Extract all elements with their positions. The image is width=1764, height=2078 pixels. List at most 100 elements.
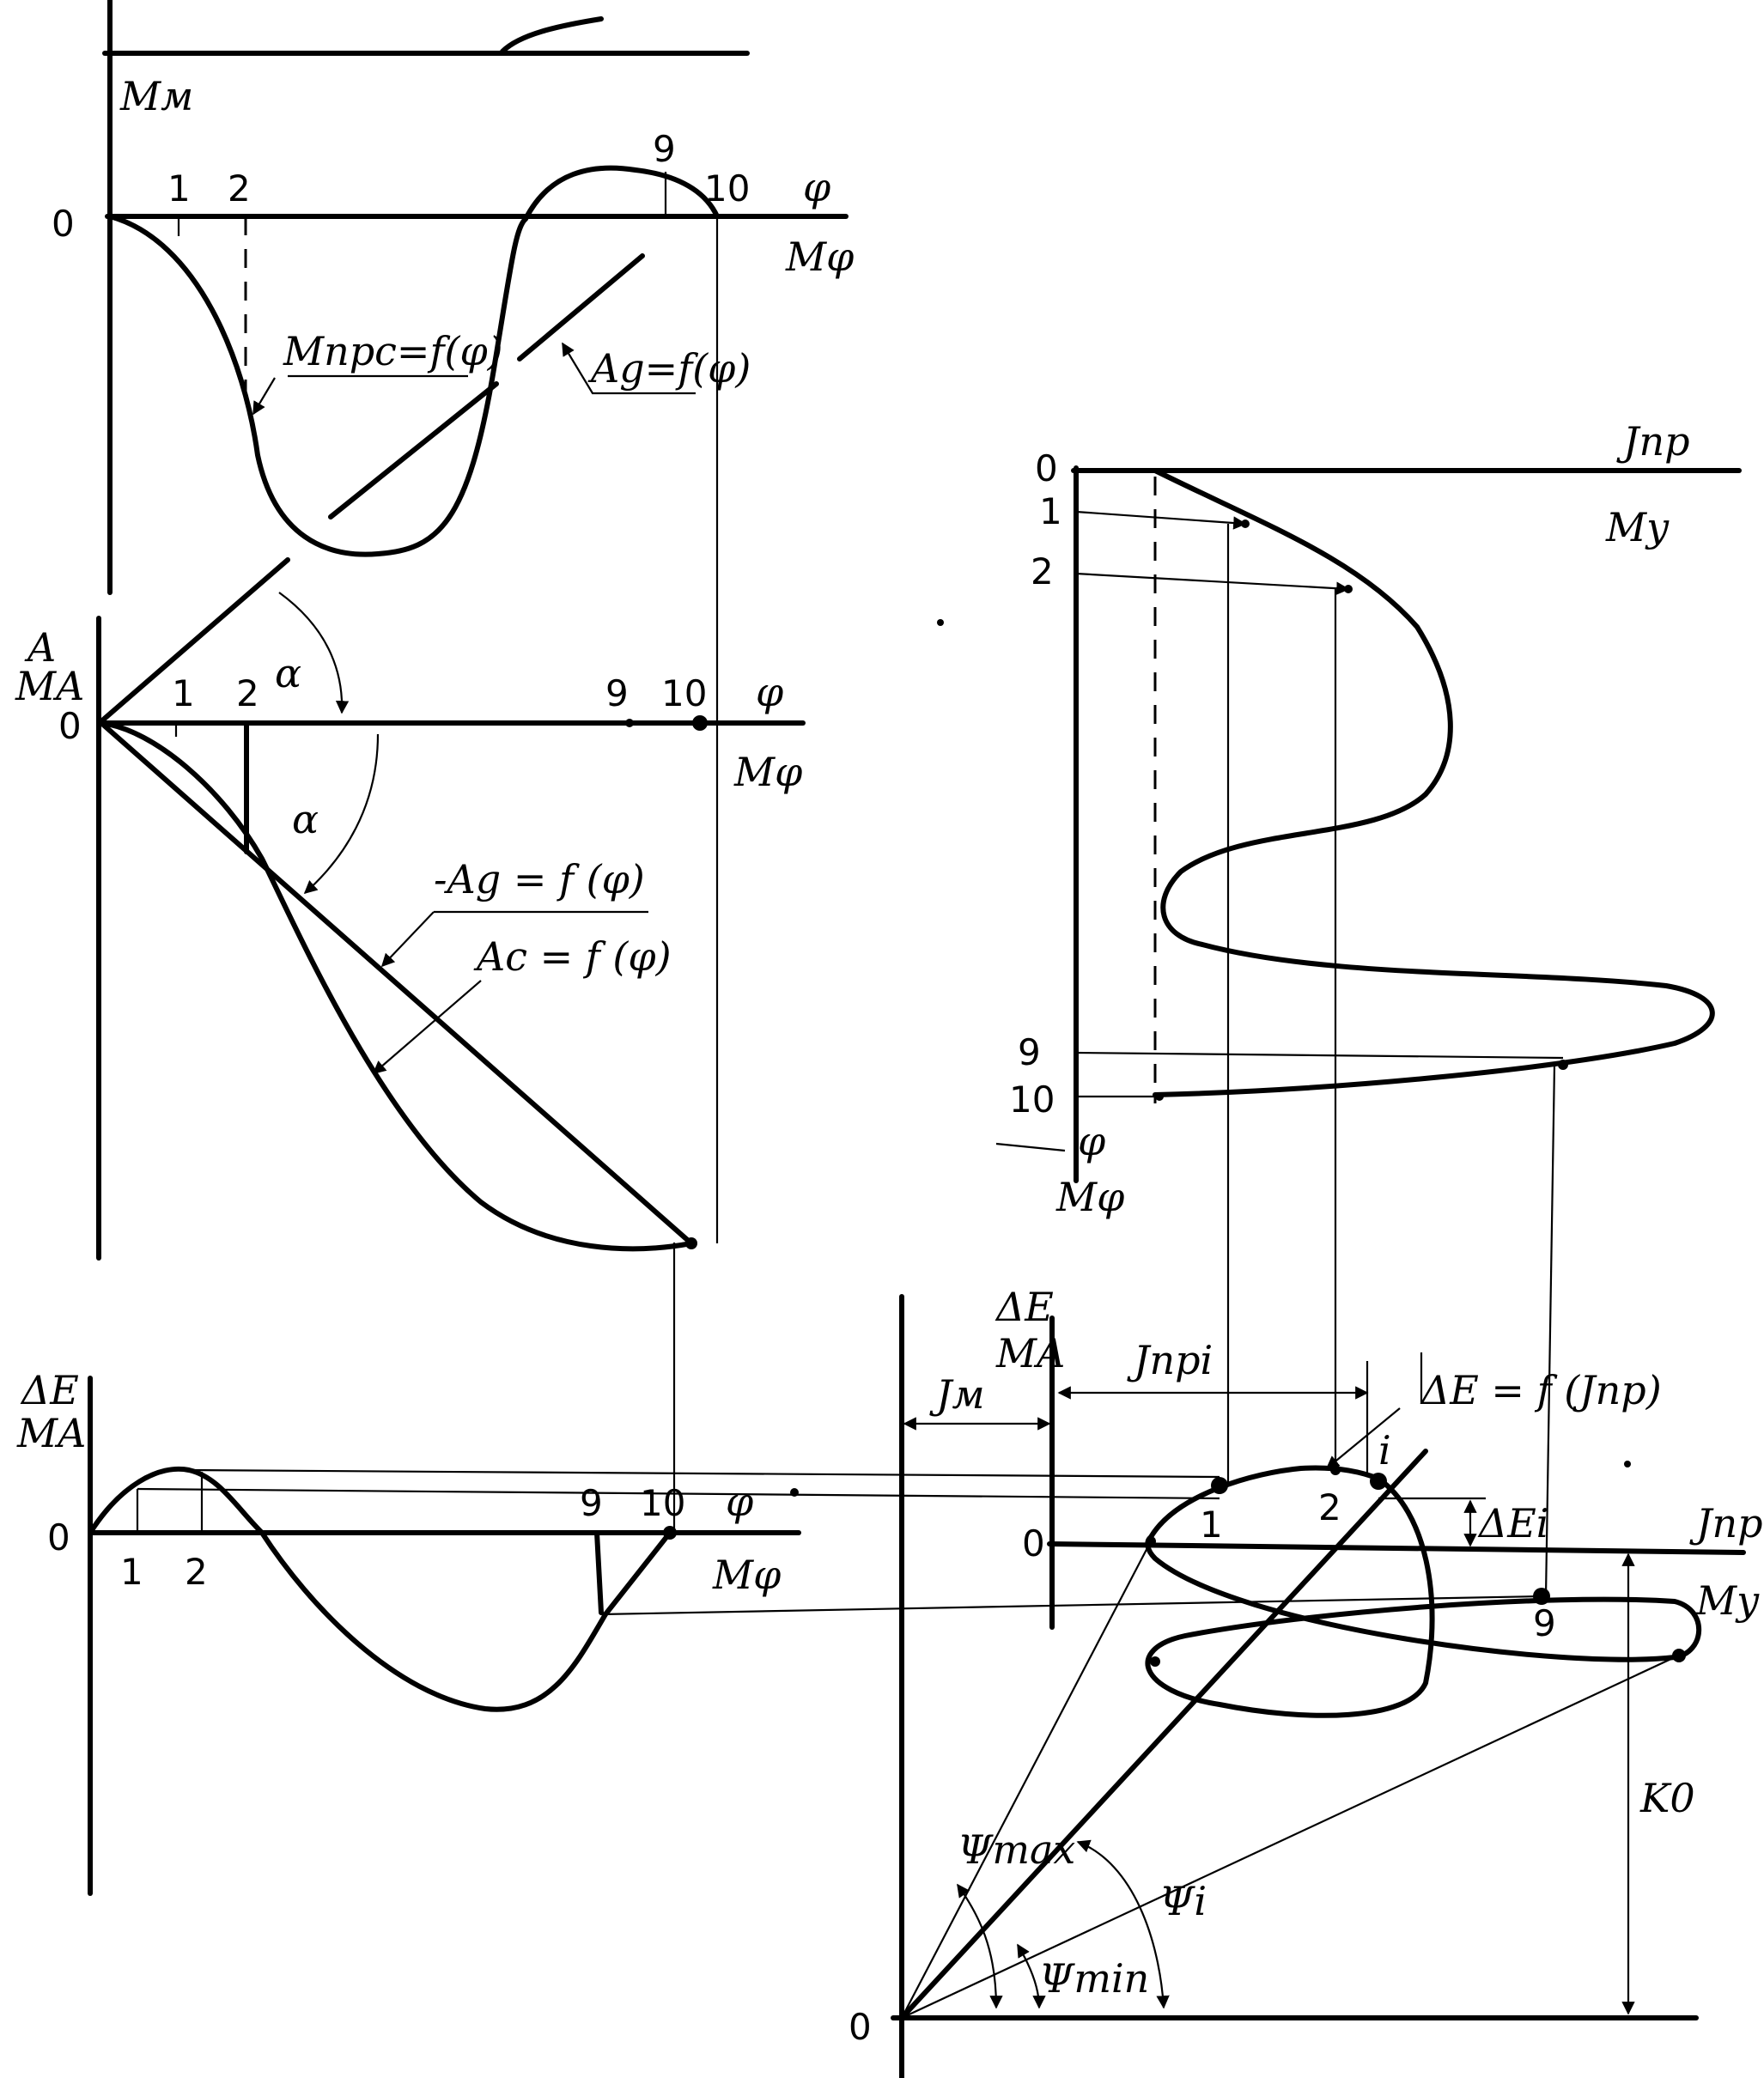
energy-phi-label: φ bbox=[726, 1479, 754, 1525]
moment-function-label: Mпрс=f(φ) bbox=[283, 328, 503, 374]
alpha-reference-line bbox=[99, 557, 290, 724]
alpha-arc-lower bbox=[303, 733, 380, 895]
j-m-label: Jм bbox=[929, 1371, 985, 1418]
inertia-tick-2: 2 bbox=[1031, 550, 1054, 592]
inertia-j-scale-label: My bbox=[1605, 504, 1670, 550]
inertia-phi-label: φ bbox=[1078, 1118, 1106, 1164]
moment-origin-label: 0 bbox=[52, 203, 75, 245]
work-phi-scale-label: Mφ bbox=[733, 749, 803, 795]
work-tick-9: 9 bbox=[605, 672, 629, 714]
ad-line-segment-1 bbox=[328, 381, 499, 520]
ac-label: Ac = f (φ) bbox=[473, 933, 672, 980]
moment-phi-label: φ bbox=[803, 164, 831, 210]
link-energy-top bbox=[188, 1468, 1220, 1479]
minus-ad-line bbox=[99, 720, 694, 1246]
work-origin-label: 0 bbox=[58, 705, 82, 747]
energy-axis-label: ΔE bbox=[20, 1367, 79, 1413]
psi-min-label: Ψmin bbox=[1039, 1955, 1149, 2002]
link-energy-9 bbox=[600, 1595, 1542, 1616]
work-end-point bbox=[685, 1237, 697, 1249]
energy-tick-1: 1 bbox=[120, 1551, 143, 1593]
energy-ordinate-9 bbox=[594, 1530, 604, 1615]
tangent-psi-max bbox=[901, 1540, 1152, 2019]
inertia-j-label: Jпр bbox=[1616, 418, 1690, 465]
work-point-9 bbox=[625, 719, 634, 727]
ad-line-segment-2 bbox=[517, 253, 645, 362]
energy-inertia-arrow bbox=[1325, 1407, 1401, 1469]
energy-tick-9: 9 bbox=[580, 1482, 603, 1524]
ray-psi-i bbox=[899, 1449, 1428, 2020]
panel-moment: Mм 0 1 2 9 10 φ Mφ Mпрс=f(φ) Ag=f(φ) bbox=[52, 0, 855, 1243]
energy-curve bbox=[88, 1466, 672, 1712]
energy-scale-label: MA bbox=[16, 1410, 86, 1456]
alpha-label-lower: α bbox=[292, 796, 319, 842]
top-line-leader bbox=[500, 16, 604, 54]
inertia-curve bbox=[1153, 468, 1715, 1097]
panel-wittenbauer: 0 0 ΔE MA Jпр My 1 2 9 i Jпрi J bbox=[137, 524, 1763, 2078]
work-point-10 bbox=[692, 715, 708, 731]
link-energy-1 bbox=[137, 1487, 1220, 1500]
work-phi-label: φ bbox=[756, 669, 784, 715]
inertia-phi-scale-label: Mφ bbox=[1055, 1174, 1125, 1220]
moment-tick-10: 10 bbox=[704, 167, 750, 210]
minus-ad-label: -Ag = f (φ) bbox=[434, 856, 645, 902]
panel-inertia: 0 Jпр My 1 2 9 10 φ Mφ bbox=[937, 418, 1742, 1467]
panel-energy-phi: ΔE MA 0 1 2 9 10 φ Mφ bbox=[16, 1243, 801, 1896]
work-tick-10: 10 bbox=[661, 672, 707, 714]
energy-inertia-curve bbox=[1145, 1465, 1702, 1718]
energy-inertia-function-label: ΔE = f (Jпр) bbox=[1420, 1367, 1662, 1413]
alpha-label-upper: α bbox=[275, 650, 301, 696]
minus-ad-arrow bbox=[380, 911, 435, 968]
ad-function-arrow bbox=[562, 342, 696, 395]
witt-j-label: Jпр bbox=[1689, 1500, 1763, 1546]
witt-tick-2: 2 bbox=[1318, 1486, 1341, 1528]
ad-function-label: Ag=f(φ) bbox=[587, 345, 751, 392]
inertia-projection-1 bbox=[1075, 510, 1247, 530]
witt-point-1 bbox=[1211, 1477, 1228, 1494]
energy-phi-scale-label: Mφ bbox=[712, 1552, 782, 1598]
energy-tick-2: 2 bbox=[185, 1551, 208, 1593]
witt-tick-9: 9 bbox=[1533, 1602, 1556, 1644]
witt-de-origin-label: 0 bbox=[1022, 1522, 1045, 1565]
inertia-projection-2 bbox=[1075, 572, 1350, 595]
witt-j-scale-label: My bbox=[1695, 1577, 1760, 1624]
psi-max-arc bbox=[957, 1883, 1003, 2009]
inertia-origin-label: 0 bbox=[1035, 447, 1058, 489]
work-scale-label: MA bbox=[15, 663, 84, 709]
moment-tick-2: 2 bbox=[228, 167, 251, 210]
energy-origin-label: 0 bbox=[47, 1516, 70, 1558]
witt-de-label: ΔE bbox=[995, 1284, 1054, 1330]
witt-tick-1: 1 bbox=[1200, 1504, 1223, 1546]
inertia-projection-9 bbox=[1075, 1051, 1564, 1060]
witt-de-scale-label: MA bbox=[995, 1330, 1065, 1376]
psi-i-label: Ψi bbox=[1159, 1878, 1207, 1924]
inertia-tick-9: 9 bbox=[1018, 1031, 1041, 1073]
work-tick-1: 1 bbox=[172, 672, 195, 714]
moment-tick-1: 1 bbox=[167, 167, 191, 210]
energy-tick-10: 10 bbox=[640, 1482, 685, 1524]
moment-scale-label: Mм bbox=[119, 73, 193, 119]
k0-label: K0 bbox=[1639, 1775, 1695, 1821]
j-pri-label: Jпрi bbox=[1127, 1337, 1213, 1383]
witt-point-i-label: i bbox=[1378, 1427, 1391, 1473]
psi-i-arc bbox=[1076, 1839, 1170, 2009]
delta-e-i-label: ΔEi bbox=[1477, 1500, 1549, 1546]
inertia-tick-1: 1 bbox=[1039, 490, 1062, 532]
ac-curve bbox=[99, 720, 694, 1252]
moment-curve bbox=[107, 165, 720, 557]
witt-point-max bbox=[1672, 1649, 1686, 1662]
moment-function-arrow bbox=[252, 377, 276, 416]
moment-tick-9: 9 bbox=[653, 128, 676, 170]
witt-origin-label: 0 bbox=[849, 2006, 872, 2048]
witt-j-axis bbox=[1047, 1541, 1746, 1555]
psi-max-label: Ψmax bbox=[958, 1826, 1075, 1873]
alpha-arc-upper bbox=[278, 592, 350, 714]
inertia-tick-10: 10 bbox=[1009, 1078, 1055, 1121]
witt-point-i bbox=[1370, 1473, 1387, 1490]
panel-work: A MA 0 1 2 9 10 φ Mφ α α -Ag = f (φ) Ac … bbox=[15, 557, 806, 1261]
psi-min-arc bbox=[1017, 1943, 1046, 2009]
moment-phi-scale-label: Mφ bbox=[785, 234, 855, 280]
link-line-9 bbox=[1544, 1064, 1556, 1597]
work-axis-label: A bbox=[24, 624, 56, 671]
